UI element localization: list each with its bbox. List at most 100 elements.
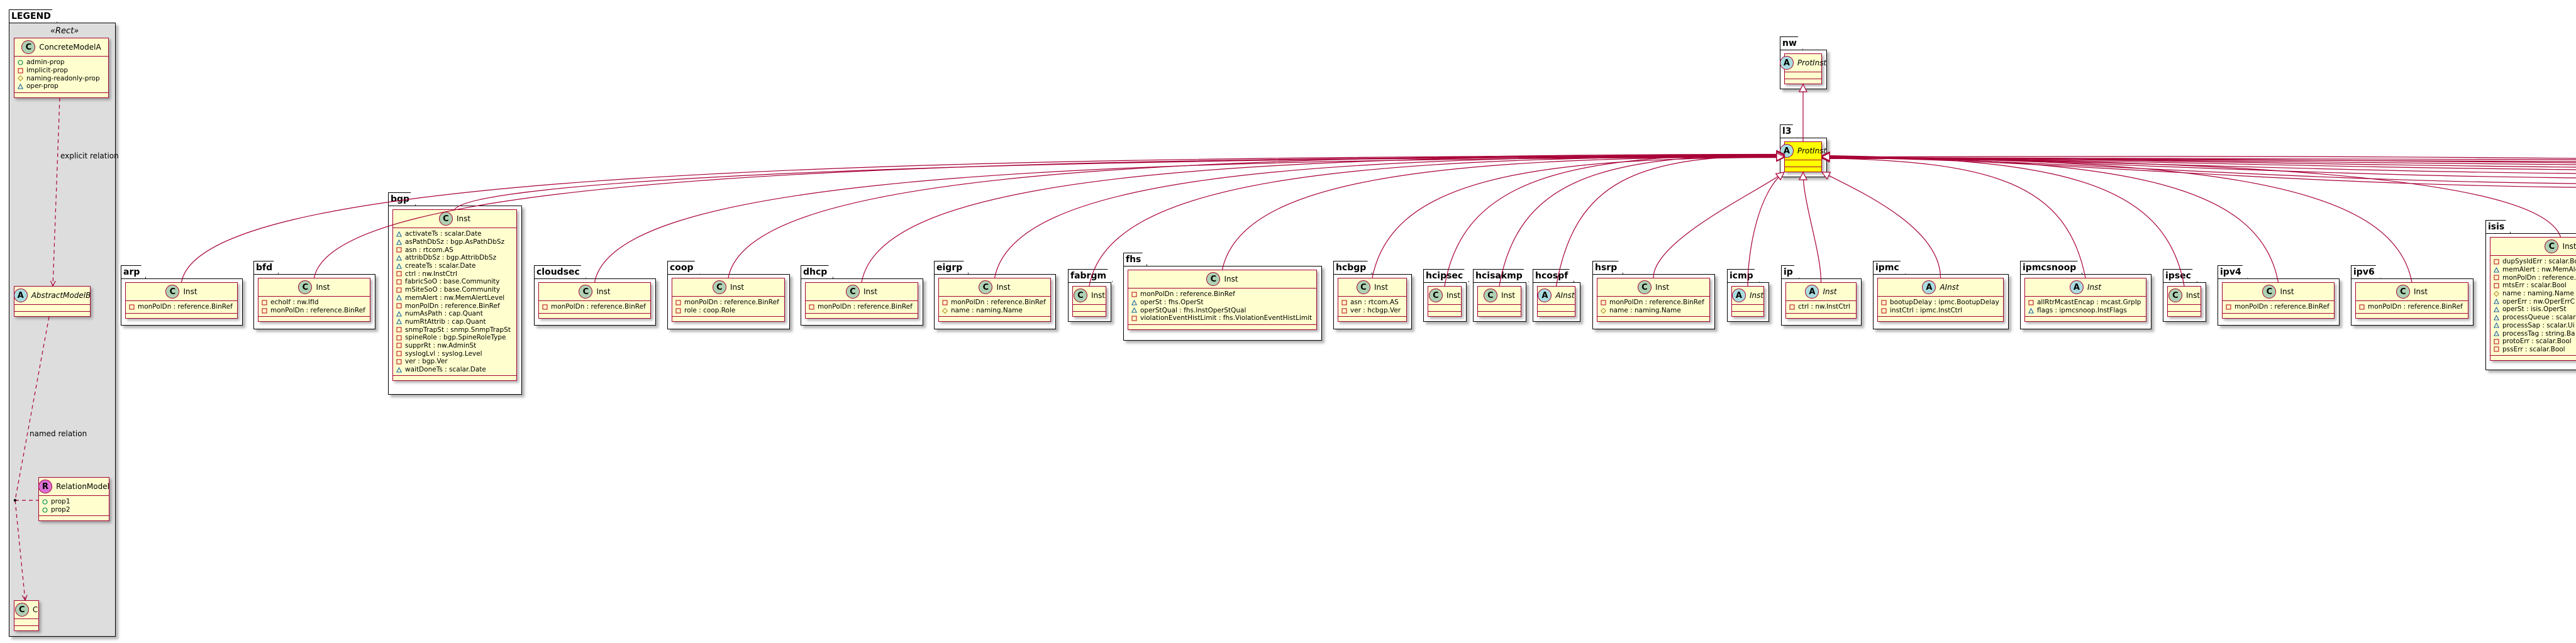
class-name: Inst xyxy=(1446,291,1461,300)
generalization-edge-offscreen xyxy=(1821,158,2576,174)
attribute-row: allRtrMcastEncap : mcast.GrpIp xyxy=(2028,299,2143,307)
attribute-row: monPolDn : reference.BinRef xyxy=(542,303,647,311)
class-methods xyxy=(1597,317,1709,321)
attribute-text: memAlert : nw.MemAlertLevel xyxy=(405,294,505,302)
abstract-class-icon: A xyxy=(1779,56,1794,70)
attribute-row: monPolDn : reference.BinRef xyxy=(396,302,513,310)
class-methods xyxy=(14,312,90,316)
attribute-text: snmpTrapSt : snmp.SnmpTrapSt xyxy=(405,326,511,334)
relation-class-icon: R xyxy=(38,480,53,493)
protected-visibility-icon xyxy=(941,307,948,314)
attribute-row: numAsPath : cap.Quant xyxy=(396,310,513,318)
class-name: Inst xyxy=(1501,291,1516,300)
private-visibility-icon xyxy=(1789,304,1795,310)
class-name: ProtInst xyxy=(1797,58,1827,67)
class-methods xyxy=(258,317,370,321)
legend-title: LEGEND xyxy=(9,9,57,23)
private-visibility-icon xyxy=(1341,300,1347,305)
package-visibility-icon xyxy=(17,83,24,89)
attribute-text: asn : rtcom.AS xyxy=(1350,299,1399,307)
class-icon: C xyxy=(1206,272,1221,286)
attribute-row: admin-prop xyxy=(18,58,105,67)
attribute-row: activateTs : scalar.Date xyxy=(396,230,513,238)
class-name: RelationModel xyxy=(56,482,109,491)
package-name: ip xyxy=(1781,265,1799,278)
private-visibility-icon xyxy=(262,300,267,305)
package-name: icmp xyxy=(1727,269,1760,282)
attribute-text: role : coop.Role xyxy=(684,307,736,315)
class-attributes xyxy=(2168,305,2201,312)
class-icon: C xyxy=(298,280,313,294)
private-visibility-icon xyxy=(1131,316,1137,321)
attribute-text: protoErr : scalar.Bool xyxy=(2502,338,2572,346)
attribute-row: name : naming.Name xyxy=(2493,290,2576,298)
attribute-text: pssErr : scalar.Bool xyxy=(2502,345,2565,353)
attribute-row: asn : rtcom.AS xyxy=(396,246,513,254)
private-visibility-icon xyxy=(675,300,681,305)
class-methods xyxy=(1785,167,1821,172)
package-name: eigrp xyxy=(934,261,969,274)
class-icon: C xyxy=(845,285,860,299)
class-name: Inst xyxy=(183,287,197,296)
class-icon: C xyxy=(1428,289,1443,302)
attribute-text: activateTs : scalar.Date xyxy=(405,230,482,238)
class-name: Inst xyxy=(730,283,745,292)
class-methods xyxy=(2223,314,2334,318)
attribute-text: name : naming.Name xyxy=(1609,307,1681,315)
generalization-edge-hcbgp xyxy=(1372,157,1785,278)
attribute-row: instCtrl : ipmc.InstCtrl xyxy=(1881,307,2000,315)
package-visibility-icon xyxy=(2028,307,2035,314)
class-attributes xyxy=(14,305,90,312)
abstract-class-icon: A xyxy=(1731,289,1746,302)
private-visibility-icon xyxy=(942,300,948,305)
attribute-row: createTs : scalar.Date xyxy=(396,262,513,270)
public-visibility-icon xyxy=(42,507,48,513)
attribute-text: monPolDn : reference.BinRef xyxy=(1140,290,1235,299)
package-name: ipv6 xyxy=(2351,265,2381,278)
class-attributes: ctrl : nw.InstCtrl xyxy=(1786,301,1856,314)
class-attributes: monPolDn : reference.BinRef xyxy=(806,301,918,314)
attribute-row: supprRt : nw.AdminSt xyxy=(396,342,513,350)
attribute-row: mtsErr : scalar.Bool xyxy=(2494,282,2576,290)
package-visibility-icon xyxy=(396,311,402,317)
attribute-row: memAlert : nw.MemAlertLevel xyxy=(396,294,513,302)
attribute-row: monPolDn : reference.BinRef xyxy=(809,303,914,311)
attribute-text: allRtrMcastEncap : mcast.GrpIp xyxy=(2037,299,2141,307)
attribute-text: monPolDn : reference.BinRef xyxy=(551,303,646,311)
attribute-row: bootupDelay : ipmc.BootupDelay xyxy=(1881,299,2000,307)
private-visibility-icon xyxy=(396,335,402,341)
